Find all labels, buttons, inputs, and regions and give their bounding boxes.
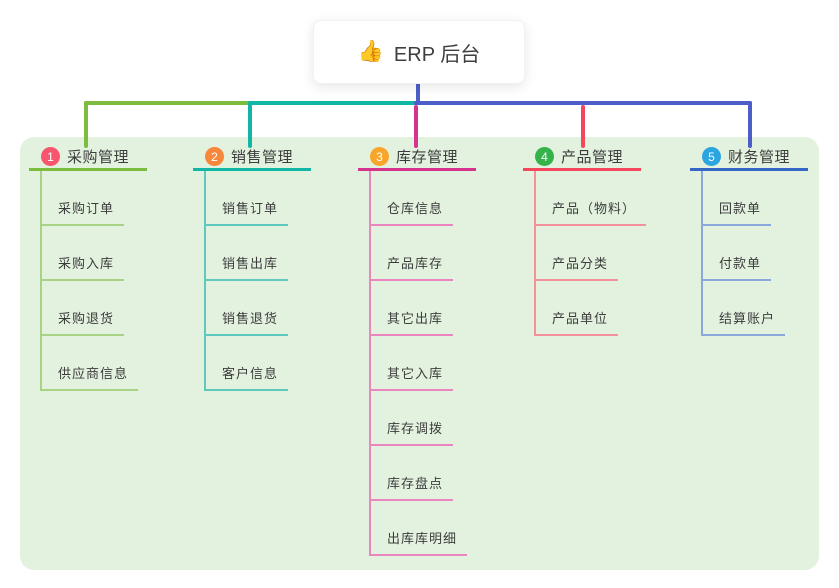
node-other-inbound[interactable]: 其它入库 <box>369 336 524 391</box>
node-stock-taking[interactable]: 库存盘点 <box>369 446 524 501</box>
node-product-stock[interactable]: 产品库存 <box>369 226 524 281</box>
node-payment-order[interactable]: 付款单 <box>701 226 839 281</box>
branch-sales-header[interactable]: 2 销售管理 <box>193 145 311 171</box>
mindmap-background-panel <box>20 137 819 570</box>
badge-number-5: 5 <box>702 147 721 166</box>
branch-purchase-children: 采购订单 采购入库 采购退货 供应商信息 <box>40 171 195 391</box>
branch-finance-management: 5 财务管理 回款单 付款单 结算账户 <box>690 145 839 336</box>
branch-finance-header[interactable]: 5 财务管理 <box>690 145 808 171</box>
connector-drop-purchase <box>84 101 88 148</box>
node-sales-outbound[interactable]: 销售出库 <box>204 226 359 281</box>
connector-horizontal-sales-segment <box>248 101 418 105</box>
branch-finance-children: 回款单 付款单 结算账户 <box>701 171 839 336</box>
connector-drop-inventory <box>414 105 418 148</box>
node-stock-transfer[interactable]: 库存调拨 <box>369 391 524 446</box>
node-settlement-account[interactable]: 结算账户 <box>701 281 839 336</box>
badge-number-1: 1 <box>41 147 60 166</box>
node-warehouse-info[interactable]: 仓库信息 <box>369 171 524 226</box>
node-purchase-return[interactable]: 采购退货 <box>40 281 195 336</box>
branch-sales-children: 销售订单 销售出库 销售退货 客户信息 <box>204 171 359 391</box>
connector-horizontal-right-segment <box>414 101 752 105</box>
node-purchase-order[interactable]: 采购订单 <box>40 171 195 226</box>
node-product-unit[interactable]: 产品单位 <box>534 281 689 336</box>
branch-purchase-management: 1 采购管理 采购订单 采购入库 采购退货 供应商信息 <box>29 145 195 391</box>
branch-finance-label: 财务管理 <box>728 149 791 166</box>
connector-root-trunk <box>416 81 420 102</box>
branch-inventory-label: 库存管理 <box>396 149 459 166</box>
badge-number-2: 2 <box>205 147 224 166</box>
connector-drop-sales <box>248 101 252 148</box>
node-product-category[interactable]: 产品分类 <box>534 226 689 281</box>
branch-purchase-header[interactable]: 1 采购管理 <box>29 145 147 171</box>
thumbs-up-icon: 👍 <box>357 40 384 63</box>
branch-product-label: 产品管理 <box>561 149 624 166</box>
node-customer-info[interactable]: 客户信息 <box>204 336 359 391</box>
mindmap-root-node[interactable]: 👍 ERP 后台 <box>313 20 525 84</box>
branch-inventory-header[interactable]: 3 库存管理 <box>358 145 476 171</box>
badge-number-3: 3 <box>370 147 389 166</box>
node-sales-order[interactable]: 销售订单 <box>204 171 359 226</box>
node-sales-return[interactable]: 销售退货 <box>204 281 359 336</box>
connector-drop-product <box>581 105 585 148</box>
connector-drop-finance <box>748 101 752 148</box>
branch-sales-label: 销售管理 <box>231 149 294 166</box>
branch-product-children: 产品（物料） 产品分类 产品单位 <box>534 171 689 336</box>
badge-number-4: 4 <box>535 147 554 166</box>
branch-purchase-label: 采购管理 <box>67 149 130 166</box>
branch-inventory-children: 仓库信息 产品库存 其它出库 其它入库 库存调拨 库存盘点 出库库明细 <box>369 171 524 556</box>
node-other-outbound[interactable]: 其它出库 <box>369 281 524 336</box>
node-product-material[interactable]: 产品（物料） <box>534 171 689 226</box>
node-receipt-order[interactable]: 回款单 <box>701 171 839 226</box>
root-node-label: ERP 后台 <box>393 43 481 66</box>
node-outbound-detail[interactable]: 出库库明细 <box>369 501 524 556</box>
branch-product-header[interactable]: 4 产品管理 <box>523 145 641 171</box>
branch-inventory-management: 3 库存管理 仓库信息 产品库存 其它出库 其它入库 库存调拨 库存盘点 出库库… <box>358 145 524 556</box>
connector-horizontal-purchase-segment <box>84 101 250 105</box>
branch-product-management: 4 产品管理 产品（物料） 产品分类 产品单位 <box>523 145 689 336</box>
branch-sales-management: 2 销售管理 销售订单 销售出库 销售退货 客户信息 <box>193 145 359 391</box>
node-supplier-info[interactable]: 供应商信息 <box>40 336 195 391</box>
node-purchase-inbound[interactable]: 采购入库 <box>40 226 195 281</box>
